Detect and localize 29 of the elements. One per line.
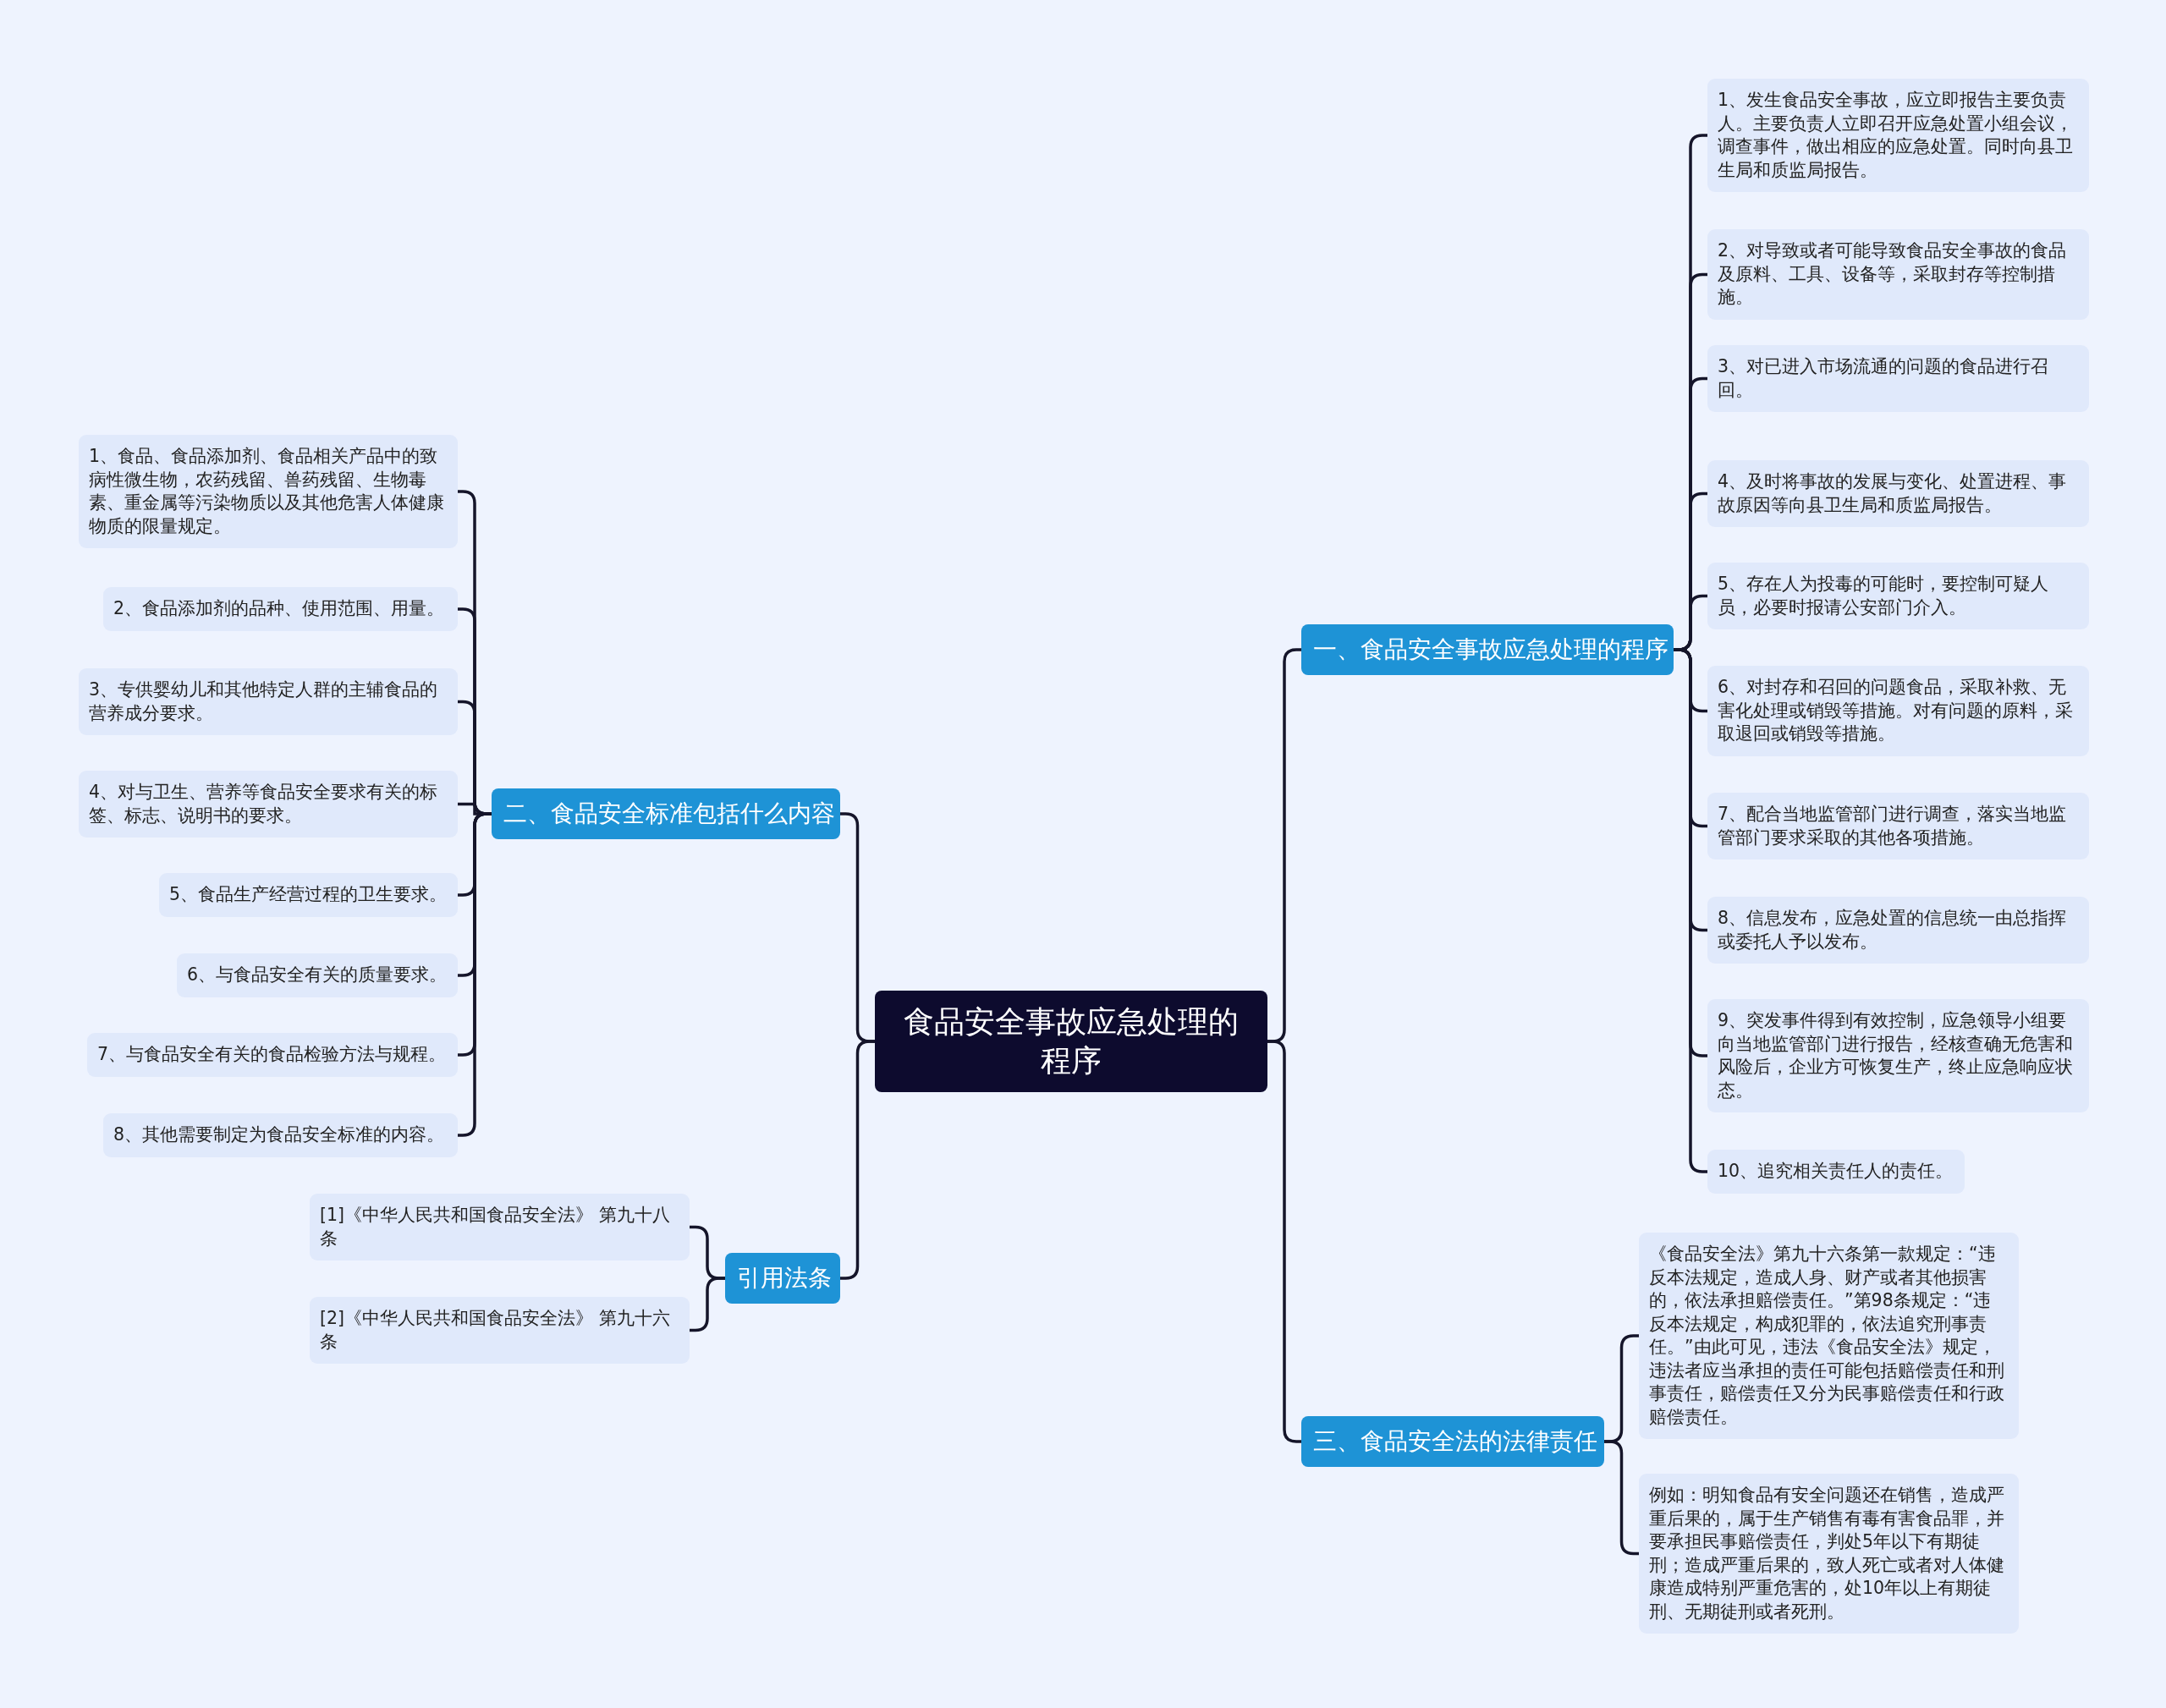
subtopic-box: 7、配合当地监管部门进行调查，落实当地监管部门要求采取的其他各项措施。 — [1707, 793, 2089, 859]
subtopic-box: [2]《中华人民共和国食品安全法》 第九十六条 — [310, 1297, 690, 1364]
subtopic-box: 3、专供婴幼儿和其他特定人群的主辅食品的营养成分要求。 — [79, 668, 458, 735]
subtopic-box: 《食品安全法》第九十六条第一款规定：“违反本法规定，造成人身、财产或者其他损害的，依法承担赔偿责任。”第98条规定：“违反本法规定，构成犯罪的，依法追究刑事责任。”由此可见，违法《食品安全法》规定，违法者应当承担的责任可能包括赔偿责任和刑事责任，赔偿责任又分为民事赔偿责任和行政赔偿责任。 — [1639, 1233, 2019, 1439]
subtopic-box: 9、突发事件得到有效控制，应急领导小组要向当地监管部门进行报告，经核查确无危害和风险后，企业方可恢复生产，终止应急响应状态。 — [1707, 999, 2089, 1112]
subtopic-box: 1、食品、食品添加剂、食品相关产品中的致病性微生物，农药残留、兽药残留、生物毒素、重金属等污染物质以及其他危害人体健康物质的限量规定。 — [79, 435, 458, 548]
subtopic-box: 6、与食品安全有关的质量要求。 — [177, 953, 458, 997]
subtopic-box: 3、对已进入市场流通的问题的食品进行召回。 — [1707, 345, 2089, 412]
subtopic-box: 8、信息发布，应急处置的信息统一由总指挥或委托人予以发布。 — [1707, 897, 2089, 964]
subtopic-box: 2、食品添加剂的品种、使用范围、用量。 — [103, 587, 458, 631]
subtopic-box: 8、其他需要制定为食品安全标准的内容。 — [103, 1113, 458, 1157]
connector-line — [1604, 1440, 1639, 1556]
branch-topic-box: 三、食品安全法的法律责任 — [1301, 1416, 1604, 1467]
subtopic-box: 7、与食品安全有关的食品检验方法与规程。 — [87, 1033, 458, 1077]
subtopic-box: 10、追究相关责任人的责任。 — [1707, 1150, 1965, 1194]
subtopic-box: 2、对导致或者可能导致食品安全事故的食品及原料、工具、设备等，采取封存等控制措施。 — [1707, 229, 2089, 320]
subtopic-box: 例如：明知食品有安全问题还在销售，造成严重后果的，属于生产销售有毒有害食品罪，并要承担民事赔偿责任，判处5年以下有期徒刑；造成严重后果的，致人死亡或者对人体健康造成特别严重危害的，处10年以上有期徒刑、无期徒刑或者死刑。 — [1639, 1474, 2019, 1634]
subtopic-box: 5、食品生产经营过程的卫生要求。 — [159, 873, 458, 917]
central-topic-box: 食品安全事故应急处理的程序 — [875, 991, 1267, 1092]
subtopic-box: [1]《中华人民共和国食品安全法》 第九十八条 — [310, 1194, 690, 1260]
branch-topic-box: 二、食品安全标准包括什么内容 — [492, 788, 840, 839]
subtopic-box: 1、发生食品安全事故，应立即报告主要负责人。主要负责人立即召开应急处置小组会议，调查事件，做出相应的应急处置。同时向县卫生局和质监局报告。 — [1707, 79, 2089, 192]
branch-topic-box: 一、食品安全事故应急处理的程序 — [1301, 624, 1674, 675]
subtopic-box: 5、存在人为投毒的可能时，要控制可疑人员，必要时报请公安部门介入。 — [1707, 563, 2089, 629]
subtopic-box: 6、对封存和召回的问题食品，采取补救、无害化处理或销毁等措施。对有问题的原料，采取退回或销毁等措施。 — [1707, 666, 2089, 756]
connector-line — [840, 1040, 875, 1280]
branch-topic-box: 引用法条 — [725, 1253, 840, 1304]
subtopic-box: 4、及时将事故的发展与变化、处置进程、事故原因等向县卫生局和质监局报告。 — [1707, 460, 2089, 527]
subtopic-box: 4、对与卫生、营养等食品安全要求有关的标签、标志、说明书的要求。 — [79, 771, 458, 838]
